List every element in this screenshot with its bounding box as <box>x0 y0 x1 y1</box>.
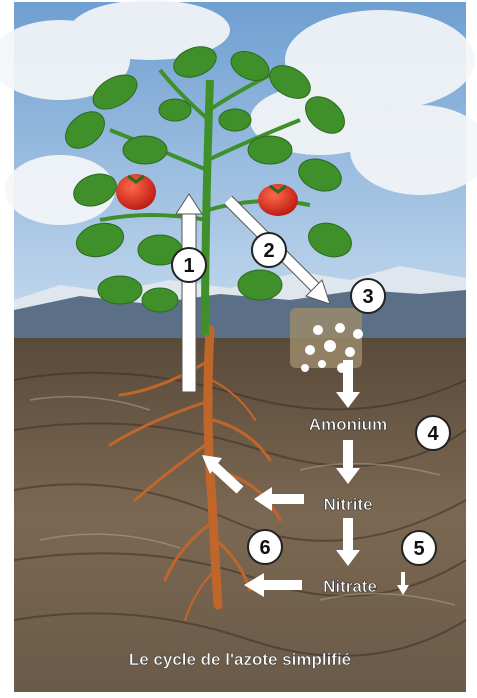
step-badge-1: 1 <box>172 248 206 282</box>
svg-text:2: 2 <box>263 240 274 262</box>
step-badge-2: 2 <box>252 233 286 267</box>
step-badge-6: 6 <box>248 530 282 564</box>
mountain-range <box>14 290 466 340</box>
step-badge-3: 3 <box>351 279 385 313</box>
label-nitrite: Nitrite <box>323 495 372 514</box>
svg-text:5: 5 <box>413 538 424 560</box>
svg-text:6: 6 <box>259 537 270 559</box>
step-badge-4: 4 <box>416 416 450 450</box>
svg-text:4: 4 <box>427 423 439 445</box>
svg-text:1: 1 <box>183 255 194 277</box>
tomato-fruit-right <box>258 184 298 216</box>
label-nitrate: Nitrate <box>323 577 377 596</box>
step-badge-5: 5 <box>402 531 436 565</box>
label-ammonium: Amonium <box>309 415 387 434</box>
soil-background <box>14 338 466 692</box>
diagram-title: Le cycle de l'azote simplifié <box>129 650 351 669</box>
tomato-fruit-left <box>116 174 156 210</box>
svg-text:3: 3 <box>362 286 373 308</box>
